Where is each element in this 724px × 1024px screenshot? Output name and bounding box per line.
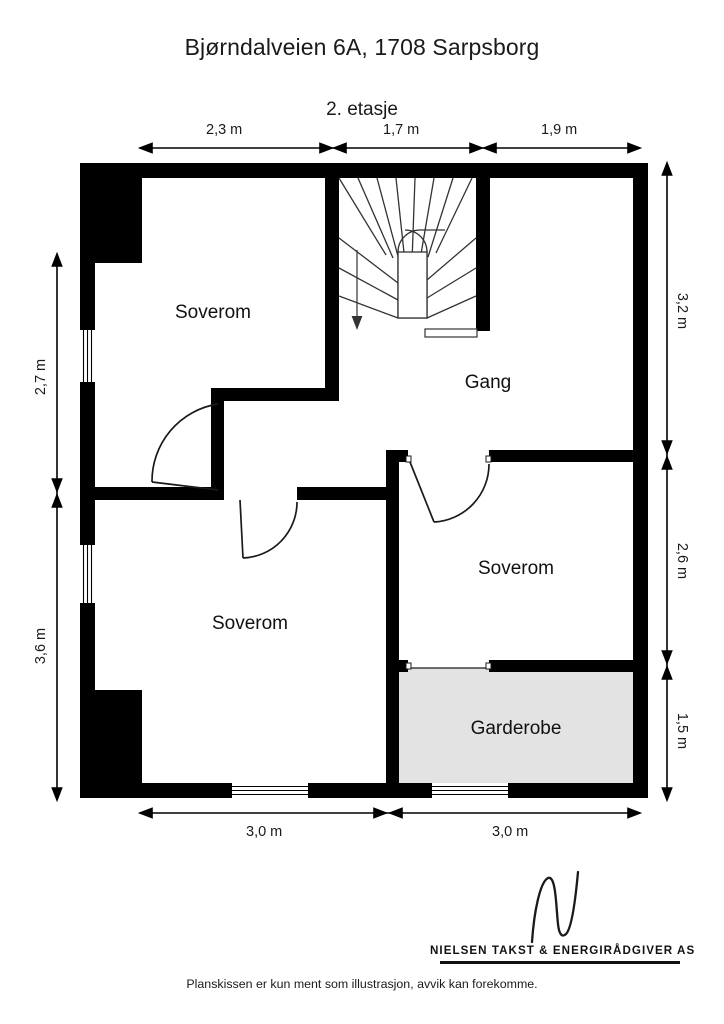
company-name: NIELSEN TAKST & ENERGIRÅDGIVER AS <box>430 944 696 957</box>
door-soverom-bottom-left <box>239 499 298 559</box>
floor-level-label: 2. etasje <box>326 99 398 120</box>
interior-wall-soverom-garderobe-a <box>386 660 408 672</box>
dimension-line-left <box>51 251 63 803</box>
window-bottom-left <box>232 783 308 798</box>
interior-wall-soverom-garderobe-b <box>489 660 640 672</box>
dimension-bottom-1: 3,0 m <box>246 824 283 840</box>
garderobe-floor-fill <box>392 668 640 790</box>
dimension-right-3: 1,5 m <box>674 712 690 750</box>
interior-wall-horizontal-left-b <box>297 487 392 500</box>
room-label-garderobe: Garderobe <box>470 718 562 739</box>
interior-wall-vertical-jog <box>211 388 224 493</box>
dimension-line-top <box>137 142 643 154</box>
company-logo-block: NIELSEN TAKST & ENERGIRÅDGIVER AS <box>430 866 696 966</box>
dimension-bottom-2: 3,0 m <box>492 824 529 840</box>
room-label-gang: Gang <box>464 372 512 393</box>
interior-wall-vertical-stair-left <box>325 163 339 395</box>
dimension-top-1: 2,3 m <box>206 122 243 138</box>
interior-wall-vertical-center <box>386 450 399 798</box>
dimension-left-2: 3,6 m <box>33 627 49 665</box>
door-soverom-right <box>405 455 492 523</box>
dimension-top-3: 1,9 m <box>541 122 578 138</box>
page-title: Bjørndalveien 6A, 1708 Sarpsborg <box>184 34 540 60</box>
interior-wall-vertical-stair-right <box>476 163 490 331</box>
interior-wall-horizontal-left-a <box>80 487 224 500</box>
garderobe-sliding-door <box>405 662 492 670</box>
window-bottom-right <box>432 783 508 798</box>
window-left-lower <box>80 545 95 603</box>
room-label-soverom-bottom-left: Soverom <box>211 613 289 634</box>
structural-block-bottom-left <box>80 690 142 798</box>
dimension-line-right <box>661 160 673 803</box>
company-name-underline <box>440 961 680 964</box>
interior-wall-gang-soverom-b <box>489 450 640 462</box>
room-label-soverom-right: Soverom <box>477 558 555 579</box>
interior-wall-gang-soverom-a <box>386 450 408 462</box>
dimension-right-2: 2,6 m <box>674 542 690 580</box>
dimension-left-1: 2,7 m <box>33 358 49 396</box>
dimension-right-1: 3,2 m <box>674 292 690 330</box>
window-left-upper <box>80 330 95 382</box>
interior-wall-soverom-top-bottom <box>211 388 339 401</box>
structural-block-top-left <box>80 163 142 263</box>
dimension-top-2: 1,7 m <box>383 122 420 138</box>
door-soverom-top-left <box>151 403 219 491</box>
nielsen-n-logo-icon <box>530 870 580 944</box>
staircase <box>338 177 478 338</box>
dimension-line-bottom <box>137 807 643 819</box>
disclaimer-text: Planskissen er kun ment som illustrasjon… <box>186 977 538 991</box>
room-label-soverom-top-left: Soverom <box>174 302 252 323</box>
floorplan-drawing <box>51 142 673 819</box>
